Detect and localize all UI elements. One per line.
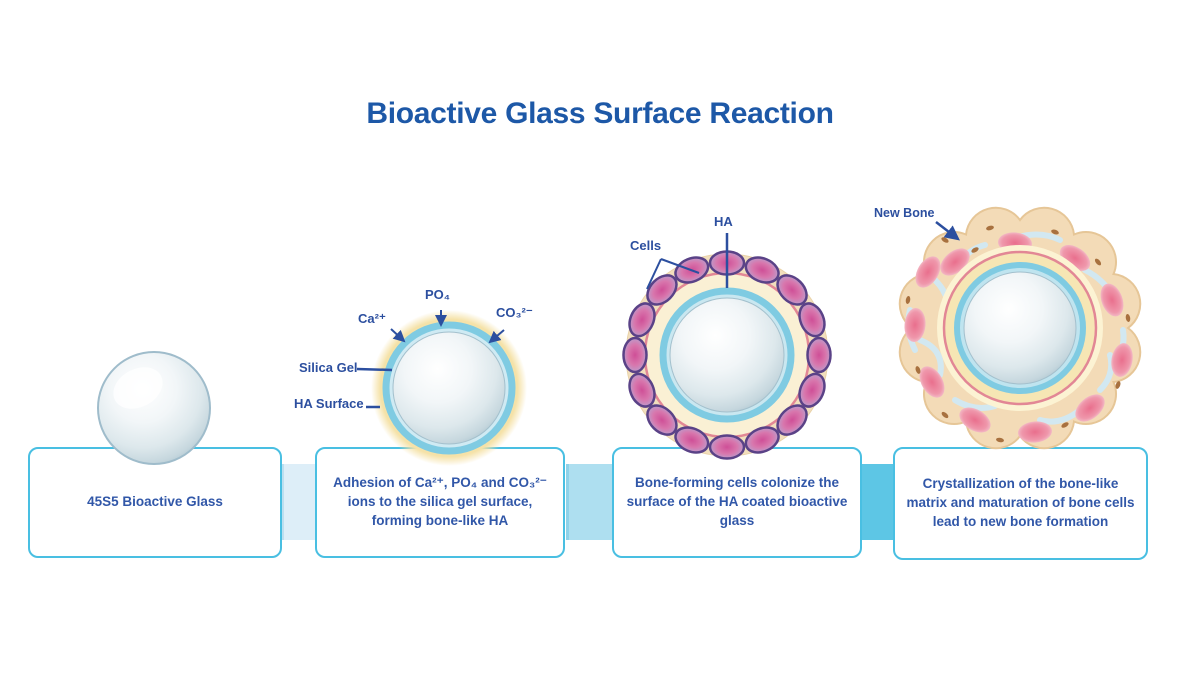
stage3-silica-gel-ring <box>659 287 795 423</box>
stage4-glass-sphere <box>963 271 1077 385</box>
stage4-caption-box: Crystallization of the bone-like matrix … <box>893 447 1148 560</box>
cells-pointer-line-1 <box>646 258 662 290</box>
stage3-cell-ring <box>622 250 832 460</box>
stage4-pointer-lines <box>935 221 960 241</box>
stage4-matrix-specks <box>905 225 1131 443</box>
stage3-caption: Bone-forming cells colonize the surface … <box>626 475 848 528</box>
stage2-glass-sphere <box>392 331 506 445</box>
stage1-caption-box: 45S5 Bioactive Glass <box>28 447 282 558</box>
connector-2 <box>566 464 618 540</box>
cells-label: Cells <box>630 238 662 253</box>
stage2-ha-halo <box>371 310 527 466</box>
stage4-matrix-veins <box>905 231 1127 425</box>
po4-ion-label: PO₄ <box>425 287 450 302</box>
stage4-center-rings <box>937 245 1103 411</box>
ha-surface-label: HA Surface <box>294 396 364 411</box>
stage2-caption-box: Adhesion of Ca²⁺, PO₄ and CO₃²⁻ ions to … <box>315 447 565 558</box>
new-bone-arrow <box>935 221 960 241</box>
stage3-ha-layer <box>625 253 829 457</box>
stage2-caption: Adhesion of Ca²⁺, PO₄ and CO₃²⁻ ions to … <box>333 475 547 528</box>
stage1-caption: 45S5 Bioactive Glass <box>87 494 223 510</box>
stage4-caption: Crystallization of the bone-like matrix … <box>906 476 1135 529</box>
cells-pointer-line-2 <box>660 258 700 274</box>
co3-ion-label: CO₃²⁻ <box>496 305 533 320</box>
silica-gel-line <box>356 367 393 372</box>
stage3-caption-box: Bone-forming cells colonize the surface … <box>612 447 862 558</box>
ca-ion-label: Ca²⁺ <box>358 311 386 326</box>
silica-gel-label: Silica Gel <box>299 360 358 375</box>
new-bone-label: New Bone <box>874 206 935 220</box>
stage4-bone-cells <box>904 232 1133 443</box>
connector-3 <box>862 464 893 540</box>
ha-label: HA <box>714 214 733 229</box>
diagram-title: Bioactive Glass Surface Reaction <box>366 97 834 130</box>
stage2-silica-gel-ring <box>382 321 516 455</box>
co3-arrow <box>488 329 505 344</box>
ca-arrow <box>390 328 406 343</box>
stage4-bone-matrix-blob <box>898 206 1142 450</box>
stage3-glass-sphere <box>669 297 785 413</box>
